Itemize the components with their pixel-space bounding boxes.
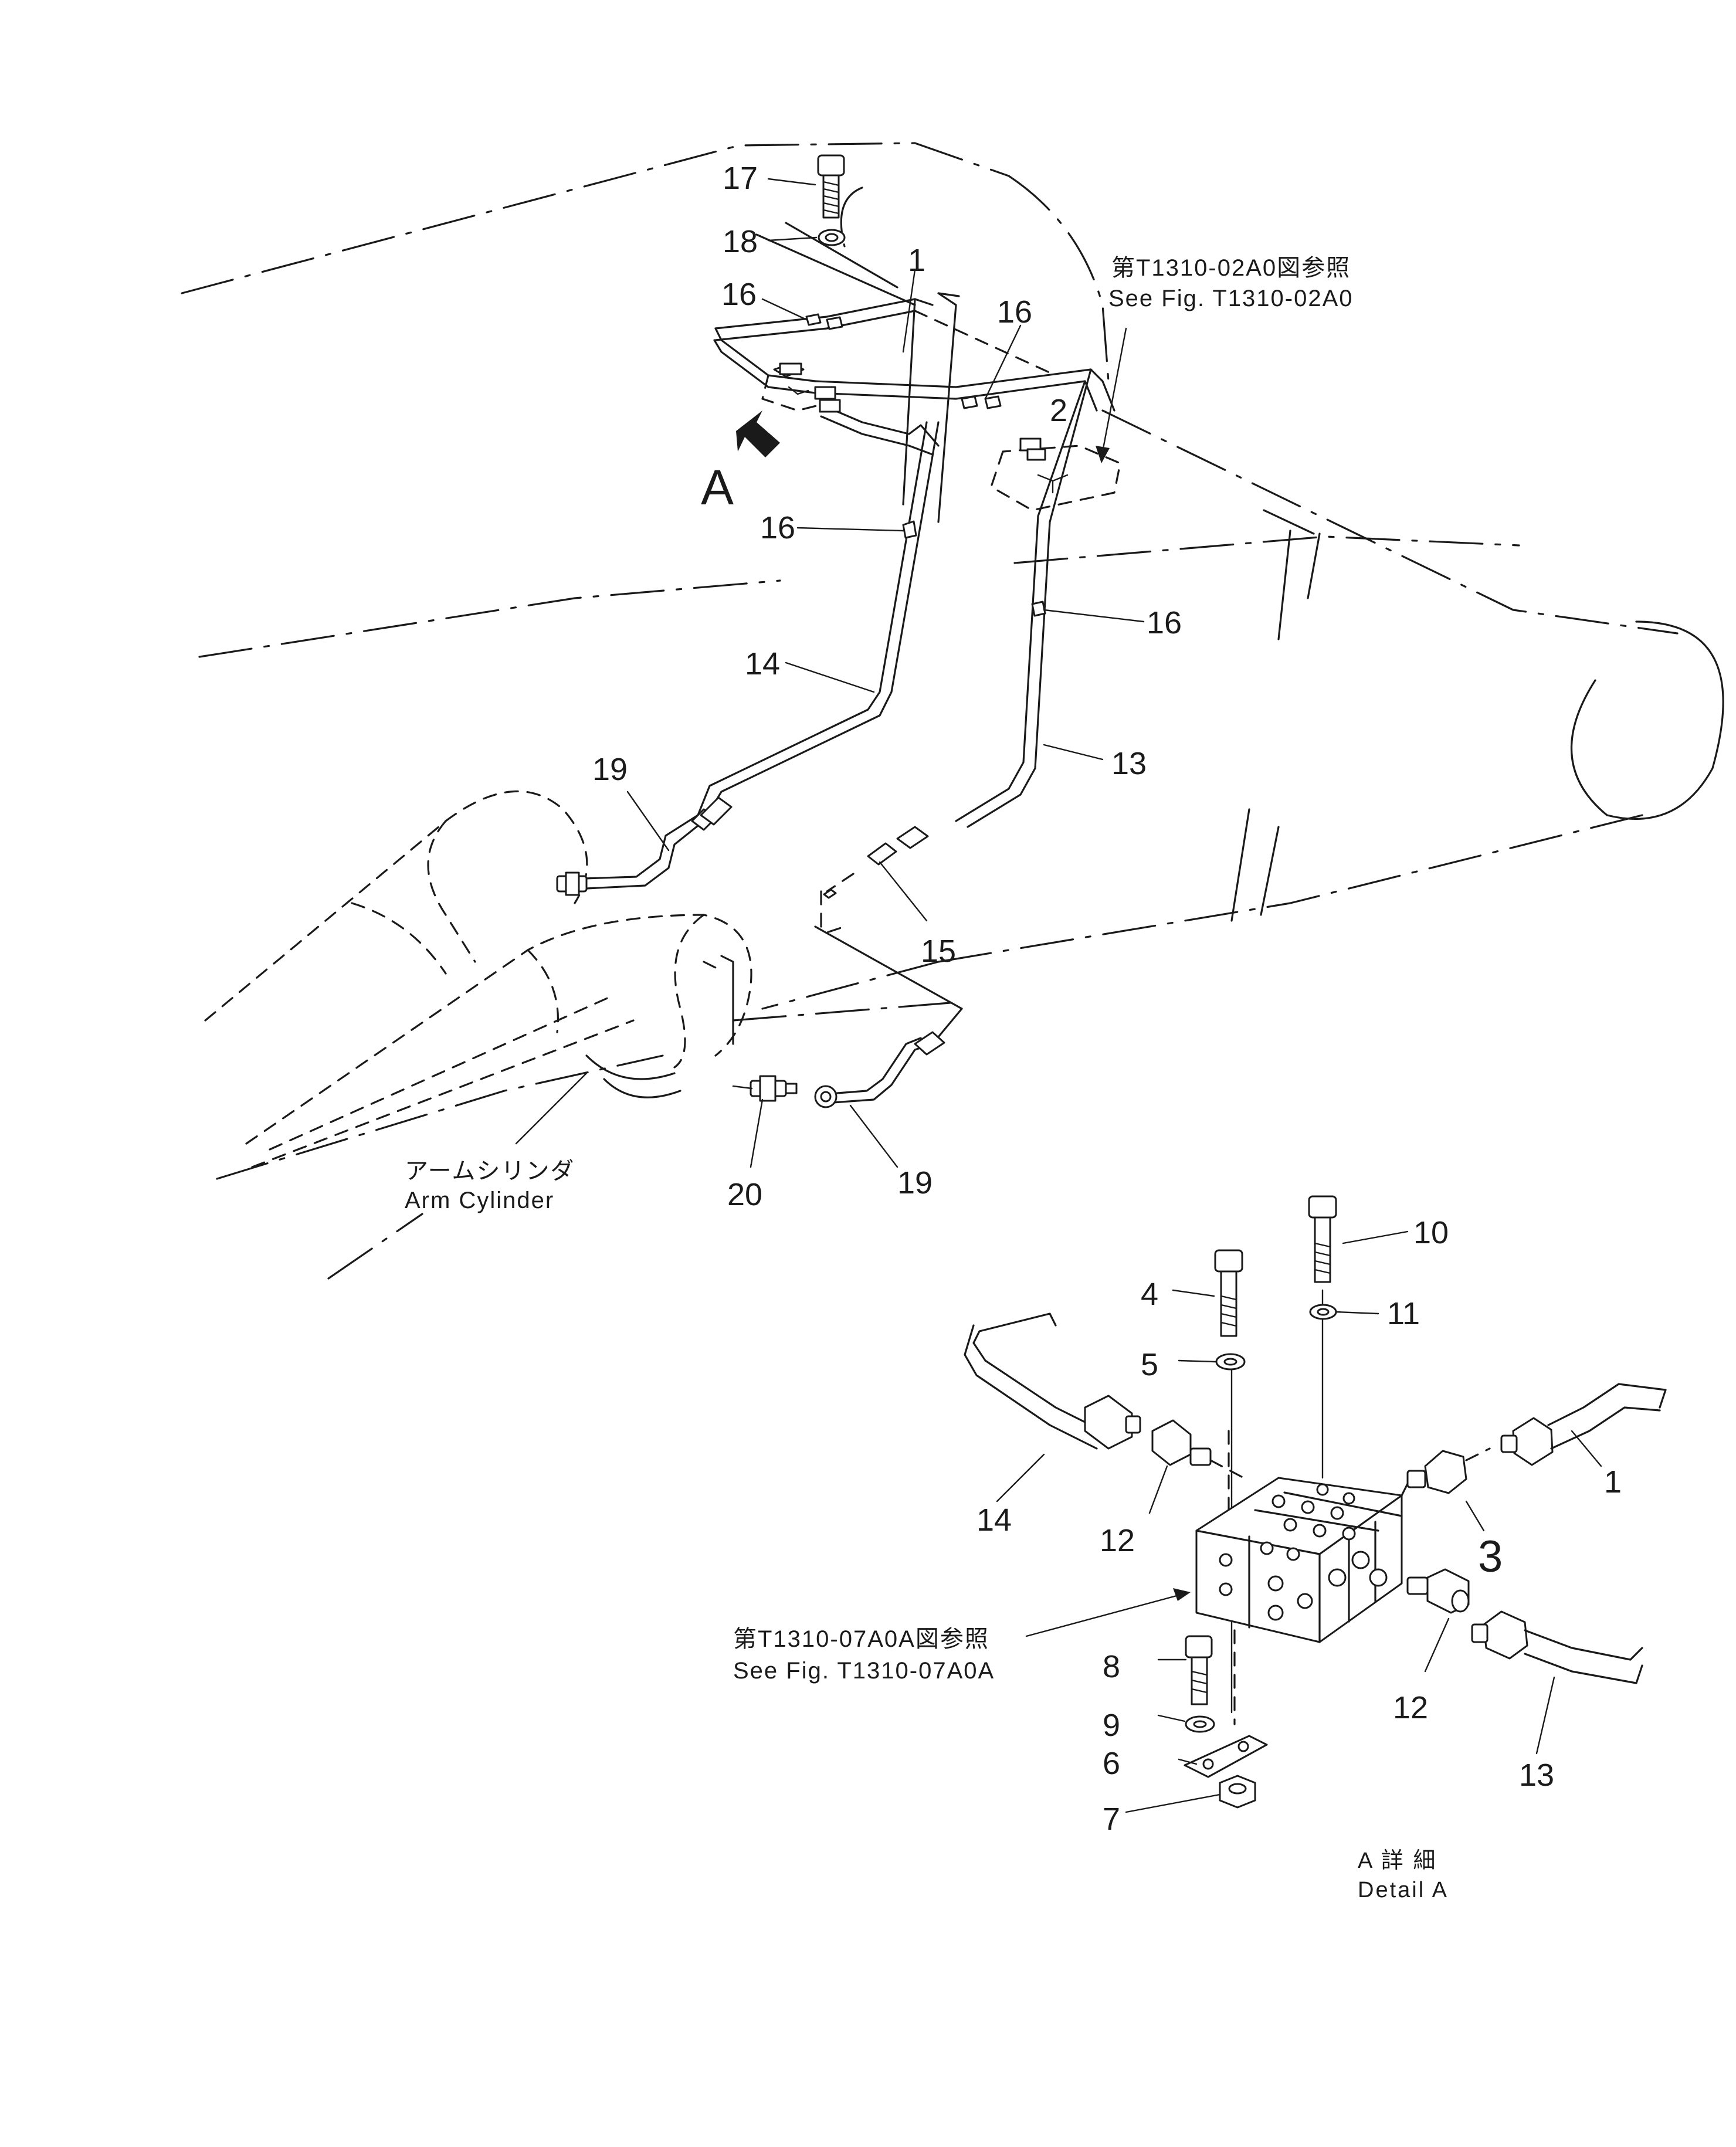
detail-title-jp: A 詳 細 bbox=[1358, 1848, 1437, 1873]
upper-callouts: 17 18 1 16 16 2 16 16 14 13 19 15 19 20 … bbox=[405, 161, 1354, 1213]
pipe-1-detail bbox=[1500, 1383, 1667, 1466]
arm-cylinder-jp: アームシリンダ bbox=[405, 1158, 575, 1184]
view-arrow-a bbox=[736, 411, 780, 457]
callout-7: 7 bbox=[1103, 1802, 1120, 1837]
pipe-13-detail bbox=[1471, 1610, 1643, 1684]
callout-16: 16 bbox=[721, 277, 757, 312]
boom-outline bbox=[181, 142, 1724, 1280]
washer-9 bbox=[1185, 1715, 1215, 1733]
connector-12-left bbox=[1151, 1419, 1250, 1482]
detail-a-assembly bbox=[964, 1195, 1667, 1813]
callout-20: 20 bbox=[727, 1177, 762, 1212]
ref-fig-lower-en: See Fig. T1310-07A0A bbox=[733, 1658, 995, 1684]
callout-15: 15 bbox=[921, 934, 956, 969]
hose-19-lower bbox=[814, 1031, 945, 1108]
callout-14: 14 bbox=[976, 1502, 1012, 1538]
callout-14: 14 bbox=[745, 646, 780, 681]
ref-fig-lower-jp: 第T1310-07A0A図参照 bbox=[733, 1626, 989, 1652]
view-label-a: A bbox=[701, 460, 734, 515]
hose-19-upper bbox=[556, 796, 733, 896]
junction-block-a bbox=[761, 362, 841, 413]
detail-callouts: 10 4 11 5 14 1 12 3 12 8 9 6 13 7 第T1310… bbox=[733, 1215, 1622, 1902]
callout-9: 9 bbox=[1103, 1708, 1120, 1743]
callout-11: 11 bbox=[1387, 1296, 1420, 1331]
upper-pipe-assembly bbox=[697, 222, 1115, 828]
arm-cylinder-en: Arm Cylinder bbox=[405, 1188, 554, 1213]
callout-17: 17 bbox=[723, 161, 758, 196]
leaders-upper bbox=[515, 178, 1145, 1168]
bolt-10 bbox=[1308, 1195, 1337, 1283]
bracket-lines bbox=[703, 890, 963, 1045]
nut-7 bbox=[1219, 1775, 1256, 1809]
callout-13: 13 bbox=[1111, 746, 1147, 781]
callout-19: 19 bbox=[592, 752, 628, 787]
ref-fig-upper-en: See Fig. T1310-02A0 bbox=[1108, 286, 1354, 311]
pipe-14-detail bbox=[964, 1312, 1141, 1450]
callout-6: 6 bbox=[1103, 1746, 1120, 1781]
callout-1: 1 bbox=[908, 243, 925, 278]
bolt-8 bbox=[1185, 1635, 1213, 1705]
detail-title-en: Detail A bbox=[1358, 1878, 1449, 1902]
callout-16: 16 bbox=[760, 510, 795, 545]
ref-fig-upper-jp: 第T1310-02A0図参照 bbox=[1111, 255, 1351, 281]
connector-12-right bbox=[1406, 1568, 1470, 1614]
clamps bbox=[805, 313, 1046, 617]
plate-6 bbox=[1184, 1735, 1268, 1778]
callout-13: 13 bbox=[1519, 1758, 1554, 1793]
arm-cylinder-hidden bbox=[204, 790, 752, 1168]
callout-4: 4 bbox=[1141, 1277, 1158, 1312]
callout-16: 16 bbox=[1147, 605, 1182, 640]
washer-5 bbox=[1215, 1353, 1246, 1371]
callout-5: 5 bbox=[1141, 1347, 1158, 1382]
callout-19: 19 bbox=[897, 1165, 933, 1200]
callout-18: 18 bbox=[723, 224, 758, 259]
fitting-15 bbox=[823, 826, 929, 899]
callout-16: 16 bbox=[997, 294, 1032, 330]
bolt-4 bbox=[1214, 1249, 1243, 1337]
callout-2: 2 bbox=[1050, 393, 1067, 428]
callout-1: 1 bbox=[1604, 1464, 1622, 1500]
connector-3 bbox=[1401, 1447, 1491, 1497]
callout-3: 3 bbox=[1478, 1532, 1503, 1582]
junction-block-b bbox=[990, 437, 1121, 511]
fitting-20 bbox=[732, 1075, 798, 1102]
callout-12: 12 bbox=[1100, 1523, 1135, 1558]
callout-12: 12 bbox=[1393, 1690, 1428, 1725]
valve-ports bbox=[1219, 1483, 1388, 1621]
callout-10: 10 bbox=[1413, 1215, 1449, 1250]
washer-18 bbox=[818, 229, 846, 246]
bolt-17 bbox=[817, 154, 845, 219]
callout-8: 8 bbox=[1103, 1649, 1120, 1684]
washer-11 bbox=[1309, 1304, 1337, 1320]
